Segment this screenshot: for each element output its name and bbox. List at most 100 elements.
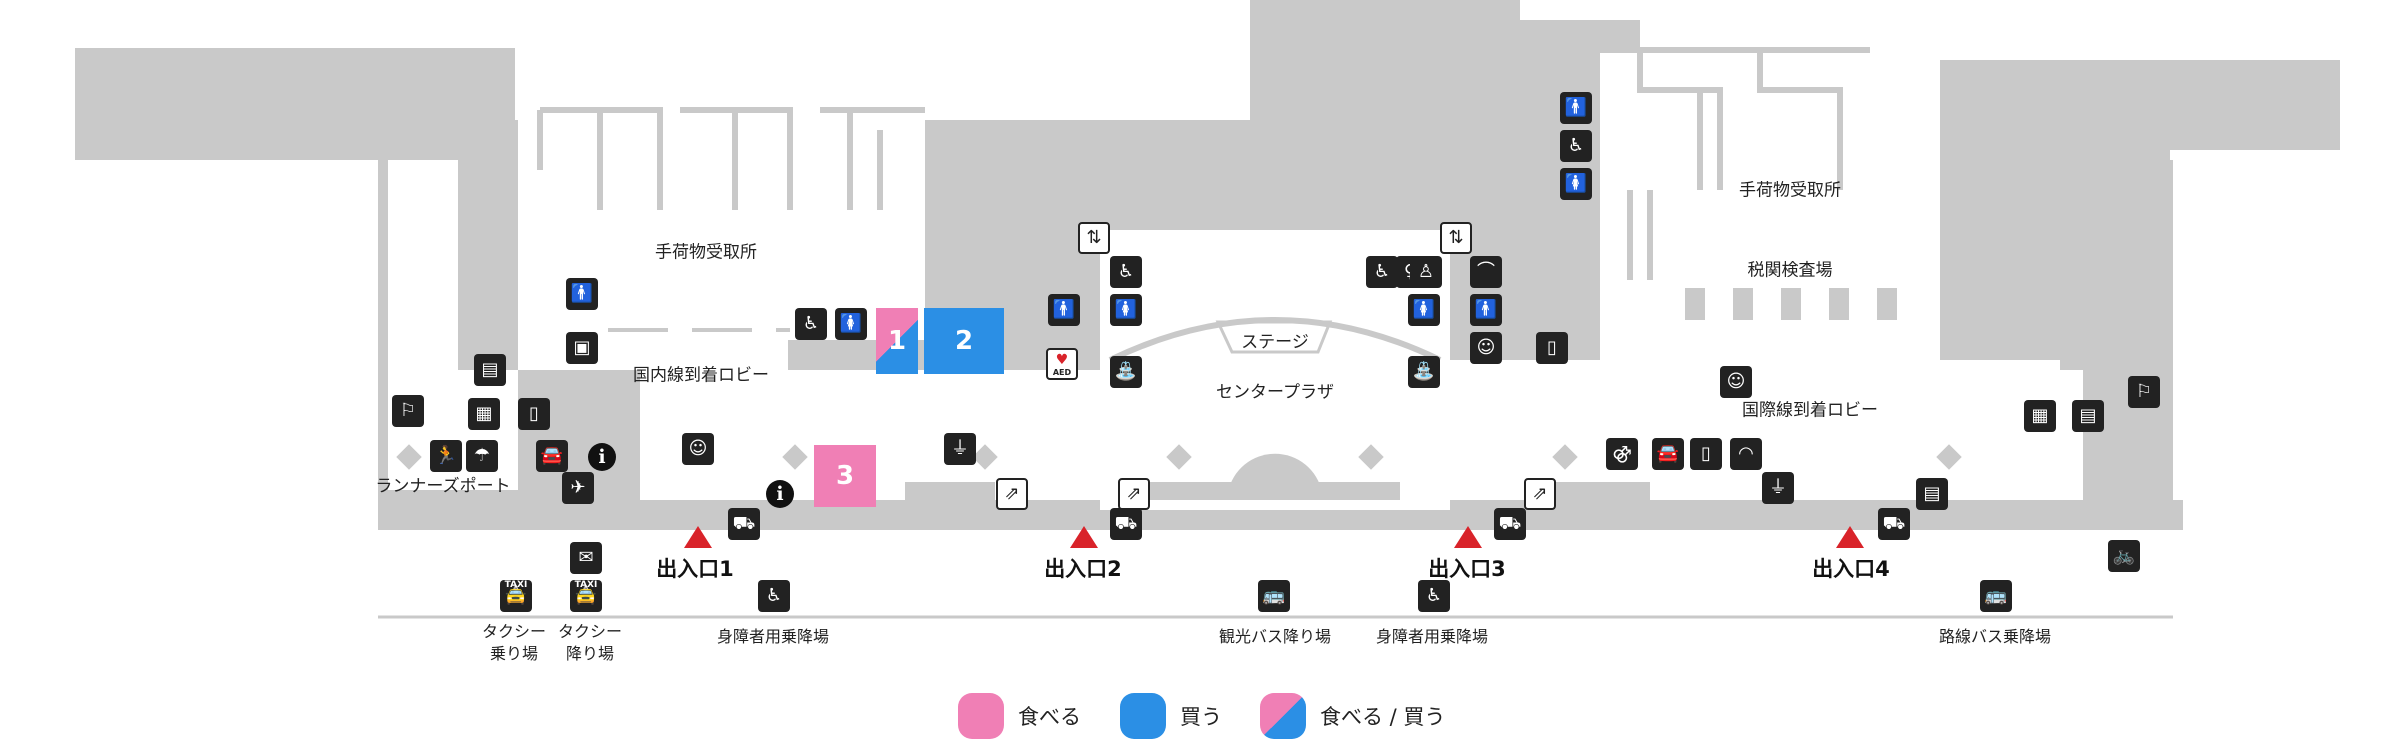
runner-icon: 🏃 (430, 440, 462, 472)
label-accessible-pickup-1: 身障者用乗降場 (716, 627, 830, 646)
shop-2-number: 2 (954, 326, 974, 356)
exit-1-marker (684, 526, 712, 548)
exit-1-label: 出入口1 (656, 557, 734, 581)
room-left-corridor (388, 160, 458, 380)
cloakroom-icon: ⌒ (1470, 256, 1502, 288)
label-taxi-stand: タクシー 乗り場 (481, 622, 547, 663)
power-outlet-icon-2: ⏚ (1762, 472, 1794, 504)
shop-3-number: 3 (835, 461, 855, 491)
person-info-icon-2: ☺ (1720, 366, 1752, 398)
escalator-icon-3: ⇗ (1524, 478, 1556, 510)
smoking-area-icon: ⚐ (392, 395, 424, 427)
water-fountain-icon: ⛲ (1110, 356, 1142, 388)
family-icon: ⚣ (1606, 438, 1638, 470)
baby-care-icon: ♙ (1410, 256, 1442, 288)
label-intl-arrival-lobby: 国際線到着ロビー (1742, 400, 1878, 421)
phone-charge-icon-2: ▯ (1536, 332, 1568, 364)
shop-1-number: 1 (887, 326, 907, 356)
conveyor-domestic (537, 107, 925, 210)
restroom-woman-icon-3: 🚺 (1408, 294, 1440, 326)
room-lobby-gap-3 (1810, 430, 1910, 500)
exit-2-label: 出入口2 (1044, 557, 1122, 581)
wheelchair-pickup-icon: ♿ (758, 580, 790, 612)
atm-icon-2: ▦ (2024, 400, 2056, 432)
label-accessible-pickup-2: 身障者用乗降場 (1375, 627, 1489, 646)
exit-4-marker (1836, 526, 1864, 548)
luggage-cart-icon-4: ⛟ (1878, 508, 1910, 540)
escalator-icon: ⇗ (996, 478, 1028, 510)
label-baggage-claim-intl: 手荷物受取所 (1739, 180, 1841, 201)
legend-buy-label: 買う (1180, 705, 1222, 729)
room-lobby-gap-2 (1410, 430, 1500, 500)
plaza-arc (1108, 317, 1442, 363)
legend-eat-buy-label: 食べる / 買う (1320, 705, 1446, 729)
elevator-icon: ⇅ (1078, 222, 1110, 254)
legend-eat-buy: 食べる / 買う (1260, 693, 1445, 739)
locker-icon-2: ▤ (1916, 478, 1948, 510)
room-domestic-lobby-strip (518, 340, 788, 370)
room-domestic-lobby (640, 370, 1340, 500)
smoking-area-icon-2: ⚐ (2128, 376, 2160, 408)
person-info-icon: ☺ (682, 433, 714, 465)
info-phone-icon: ▯ (1690, 438, 1722, 470)
wheelchair-toilet-icon-2: ♿ (1366, 256, 1398, 288)
exit-3-marker (1454, 526, 1482, 548)
restroom-woman-icon-2: 🚺 (1110, 294, 1142, 326)
label-center-plaza: センタープラザ (1216, 382, 1334, 403)
conveyor-intl-left (1627, 190, 1653, 280)
wheelchair-pickup-icon-2: ♿ (1418, 580, 1450, 612)
car-rental-icon: 🚘 (536, 440, 568, 472)
atm-icon: ▦ (468, 398, 500, 430)
taxi-text-2: TAXI (574, 580, 598, 590)
floor-block-center-top (1250, 0, 1520, 120)
escalator-icon-2: ⇗ (1118, 478, 1150, 510)
restroom-man-icon: 🚹 (566, 278, 598, 310)
wheelchair-icon-3: ♿ (1560, 130, 1592, 162)
legend-eat-buy-swatch (1260, 693, 1306, 739)
legend-buy-swatch (1120, 693, 1166, 739)
conveyor-intl (1600, 47, 1870, 190)
tour-bus-icon: 🚌 (1258, 580, 1290, 612)
taxi-text: TAXI (504, 580, 528, 590)
mail-icon: ✉ (570, 542, 602, 574)
taxi-stand-icon: TAXI🚖 (500, 580, 532, 612)
water-fountain-icon-2: ⛲ (1408, 356, 1440, 388)
label-baggage-claim-domestic: 手荷物受取所 (655, 242, 757, 263)
restroom-man-icon-4: 🚹 (1560, 92, 1592, 124)
label-route-bus-stand: 路線バス乗降場 (1938, 627, 2052, 646)
exit-4-label: 出入口4 (1812, 557, 1890, 581)
legend-buy: 買う (1120, 693, 1222, 739)
label-customs: 税関検査場 (1747, 260, 1833, 281)
wheelchair-icon: ♿ (795, 308, 827, 340)
restroom-woman-icon-4: 🚺 (1560, 168, 1592, 200)
legend-eat-swatch (958, 693, 1004, 739)
aed-icon: AED♥ (1046, 348, 1078, 380)
label-taxi-dropoff: タクシー 降り場 (557, 622, 623, 663)
locker-icon-3: ▤ (2072, 400, 2104, 432)
information-icon[interactable]: i (588, 443, 616, 471)
car-rental-icon-2: 🚘 (1652, 438, 1684, 470)
walkway-1 (905, 482, 995, 500)
legend-eat-label: 食べる (1018, 705, 1081, 729)
luggage-cart-icon-2: ⛟ (1110, 508, 1142, 540)
shop-1[interactable]: 1 (876, 308, 918, 374)
locker-icon: ▤ (474, 354, 506, 386)
phone-charge-icon: ▯ (518, 398, 550, 430)
baggage-service-icon: ▣ (566, 332, 598, 364)
floor-block-far-right (2083, 160, 2173, 530)
exit-3-label: 出入口3 (1428, 557, 1506, 581)
walkway-2 (1150, 482, 1400, 500)
restroom-man-icon-2: 🚹 (1048, 294, 1080, 326)
information-icon-2[interactable]: i (766, 480, 794, 508)
bicycle-icon: 🚲 (2108, 540, 2140, 572)
label-domestic-arrival-lobby: 国内線到着ロビー (633, 365, 769, 386)
shop-2[interactable]: 2 (924, 308, 1004, 374)
elevator-icon-2: ⇅ (1440, 222, 1472, 254)
exit-2-marker (1070, 526, 1098, 548)
shop-3[interactable]: 3 (814, 445, 876, 507)
restroom-woman-icon: 🚺 (835, 308, 867, 340)
luggage-cart-icon: ⛟ (728, 508, 760, 540)
legend-eat: 食べる (958, 693, 1081, 739)
